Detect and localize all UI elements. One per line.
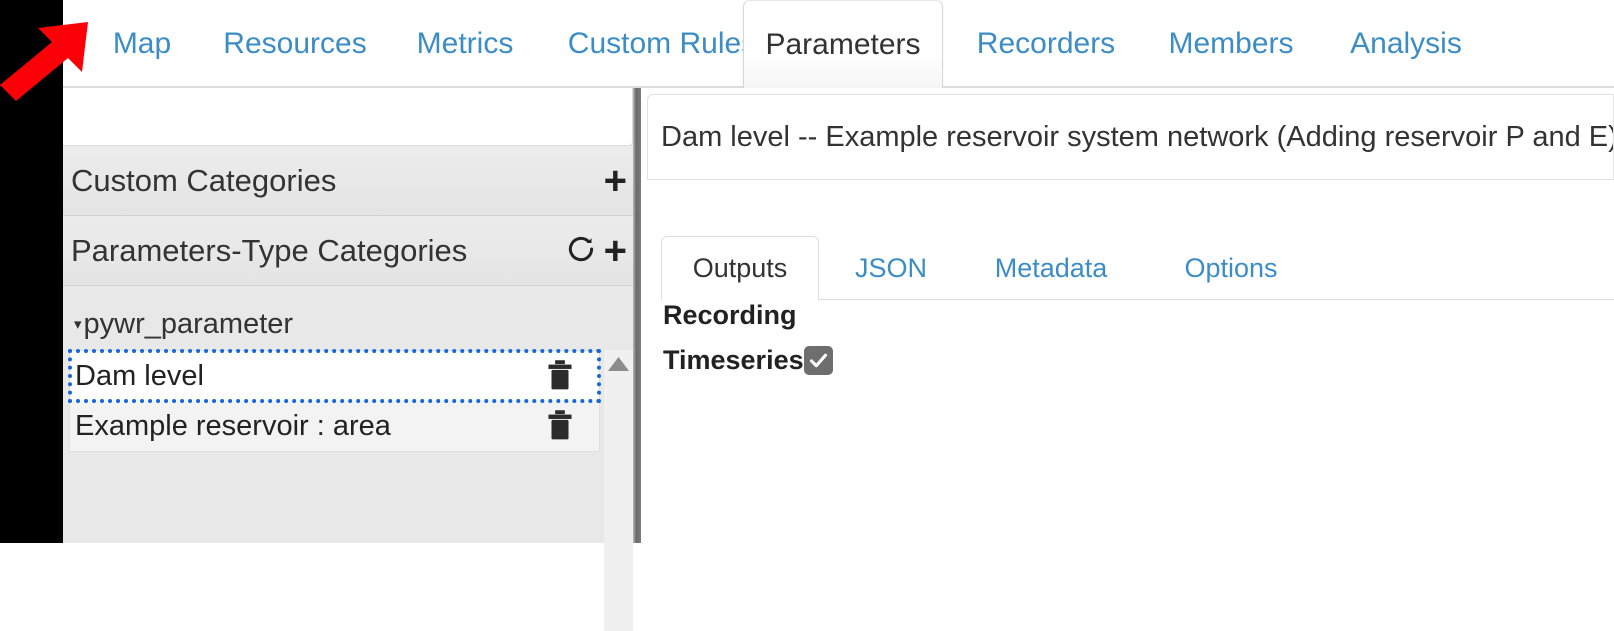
list-item[interactable]: Example reservoir : area bbox=[70, 401, 599, 451]
tab-parameters[interactable]: Parameters bbox=[743, 0, 943, 90]
parameters-sidebar: Custom Categories + Parameters-Type Cate… bbox=[63, 88, 633, 631]
tab-recorders[interactable]: Recorders bbox=[976, 27, 1116, 60]
custom-categories-title: Custom Categories bbox=[71, 162, 337, 198]
tab-resources[interactable]: Resources bbox=[223, 27, 367, 60]
tab-metrics[interactable]: Metrics bbox=[416, 27, 514, 60]
custom-categories-header[interactable]: Custom Categories + bbox=[63, 146, 633, 216]
trash-icon[interactable] bbox=[545, 359, 575, 393]
parameters-type-categories-actions: + bbox=[566, 228, 627, 273]
parameters-type-categories-title: Parameters-Type Categories bbox=[71, 232, 468, 268]
list-item[interactable]: Dam level bbox=[68, 349, 601, 403]
chevron-down-icon[interactable]: ▾ bbox=[74, 315, 82, 333]
detail-tab-bar: Outputs JSON Metadata Options bbox=[661, 236, 1614, 301]
tree-node-label: pywr_parameter bbox=[83, 307, 294, 340]
sidebar-toolbar bbox=[63, 88, 633, 146]
panel-splitter[interactable] bbox=[633, 88, 641, 543]
refresh-icon[interactable] bbox=[566, 234, 596, 268]
subtab-metadata[interactable]: Metadata bbox=[994, 252, 1108, 283]
list-item-label: Dam level bbox=[75, 359, 204, 392]
tab-members[interactable]: Members bbox=[1168, 27, 1294, 60]
tab-map[interactable]: Map bbox=[112, 27, 172, 60]
subtab-json[interactable]: JSON bbox=[854, 252, 927, 283]
recording-section-title: Recording bbox=[663, 300, 797, 330]
add-custom-category-icon[interactable]: + bbox=[603, 158, 627, 203]
panel-title-bar: Dam level -- Example reservoir system ne… bbox=[647, 94, 1614, 180]
tab-custom-rules[interactable]: Custom Rules bbox=[567, 27, 757, 60]
subtab-options[interactable]: Options bbox=[1184, 252, 1278, 283]
screenshot-left-gutter bbox=[0, 0, 63, 543]
timeseries-label: Timeseries bbox=[663, 345, 804, 375]
parameter-list: Dam level Example reservoir : area bbox=[68, 349, 601, 452]
tab-analysis[interactable]: Analysis bbox=[1350, 27, 1462, 60]
list-item-label: Example reservoir : area bbox=[75, 409, 391, 442]
subtab-outputs[interactable]: Outputs bbox=[661, 236, 819, 301]
parameters-type-categories-header[interactable]: Parameters-Type Categories + bbox=[63, 216, 633, 286]
outputs-tab-content: Recording Timeseries bbox=[663, 300, 1593, 376]
timeseries-checkbox[interactable] bbox=[803, 346, 833, 375]
scroll-up-arrow-icon[interactable] bbox=[604, 352, 633, 378]
parameter-list-scrollbar[interactable] bbox=[604, 350, 633, 631]
tree-node-pywr-parameter[interactable]: ▾ pywr_parameter bbox=[63, 300, 633, 348]
custom-categories-actions: + bbox=[603, 158, 627, 203]
page-title: Dam level -- Example reservoir system ne… bbox=[661, 120, 1614, 153]
trash-icon[interactable] bbox=[545, 409, 575, 443]
timeseries-field-row: Timeseries bbox=[663, 345, 1593, 376]
parameter-detail-panel: Dam level -- Example reservoir system ne… bbox=[641, 88, 1614, 543]
add-parameters-type-category-icon[interactable]: + bbox=[603, 228, 627, 273]
